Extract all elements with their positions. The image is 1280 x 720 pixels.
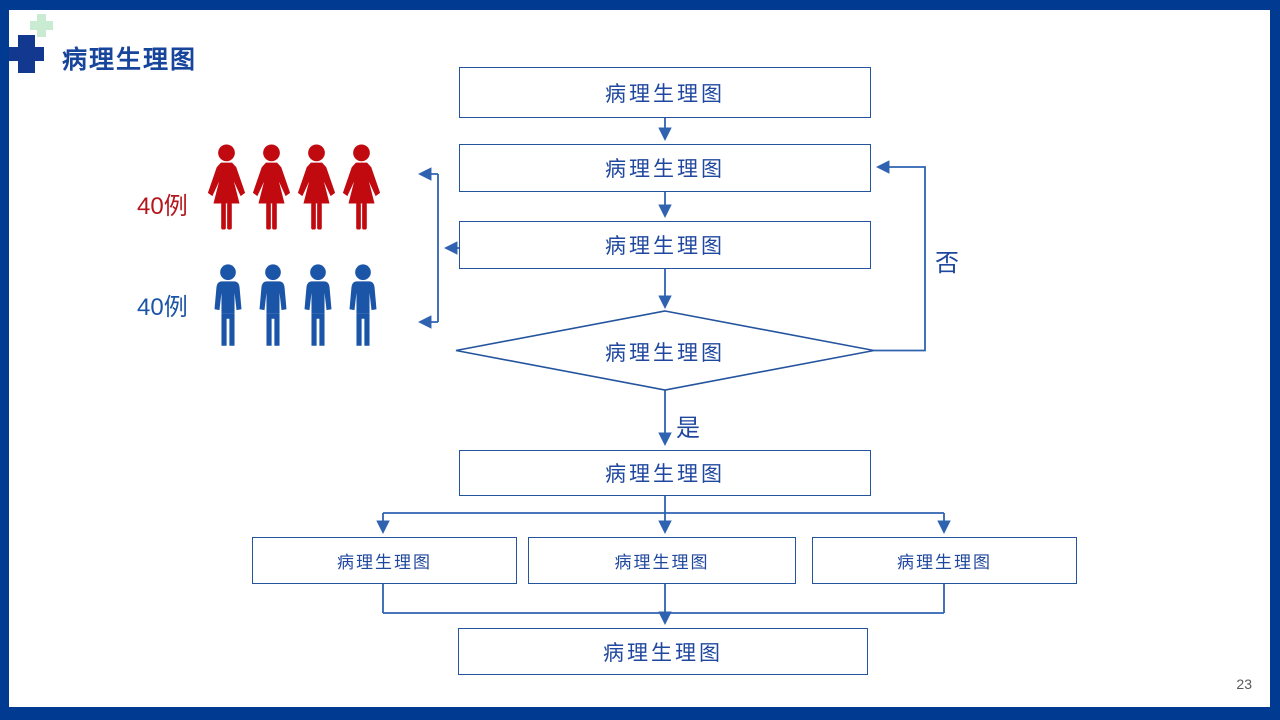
flow-box-4: 病理生理图 bbox=[459, 450, 871, 496]
male-person-icon bbox=[259, 264, 287, 346]
male-count-label: 40例 bbox=[137, 294, 188, 321]
arrow-decision-box2-no bbox=[874, 160, 926, 352]
female-person-icon bbox=[342, 144, 381, 230]
female-figures-group bbox=[203, 144, 383, 237]
page-title: 病理生理图 bbox=[62, 46, 198, 74]
flow-box-branch-center: 病理生理图 bbox=[528, 537, 796, 584]
female-person-icon bbox=[297, 144, 336, 230]
yes-edge-label: 是 bbox=[676, 415, 700, 442]
slide-border-left bbox=[0, 0, 9, 720]
flow-box-branch-left: 病理生理图 bbox=[252, 537, 517, 584]
flow-box-final: 病理生理图 bbox=[458, 628, 868, 675]
male-person-icon bbox=[304, 264, 332, 346]
flow-box-3: 病理生理图 bbox=[459, 221, 871, 269]
medical-cross-icon bbox=[9, 14, 53, 73]
blue-plus-icon bbox=[9, 35, 44, 73]
male-person-icon bbox=[214, 264, 242, 346]
male-person-icon bbox=[349, 264, 377, 346]
page-number: 23 bbox=[1236, 676, 1252, 692]
female-person-icon bbox=[252, 144, 291, 230]
no-edge-label: 否 bbox=[935, 250, 959, 277]
flow-box-branch-right: 病理生理图 bbox=[812, 537, 1077, 584]
decision-label: 病理生理图 bbox=[605, 342, 725, 365]
flow-box-1: 病理生理图 bbox=[459, 67, 871, 118]
green-plus-icon bbox=[30, 14, 53, 37]
female-person-icon bbox=[207, 144, 246, 230]
slide-border-top bbox=[0, 0, 1280, 10]
flow-box-2: 病理生理图 bbox=[459, 144, 871, 192]
slide-border-right bbox=[1270, 0, 1280, 720]
male-figures-group bbox=[206, 264, 386, 351]
slide-border-bottom bbox=[0, 707, 1280, 720]
female-count-label: 40例 bbox=[137, 193, 188, 220]
